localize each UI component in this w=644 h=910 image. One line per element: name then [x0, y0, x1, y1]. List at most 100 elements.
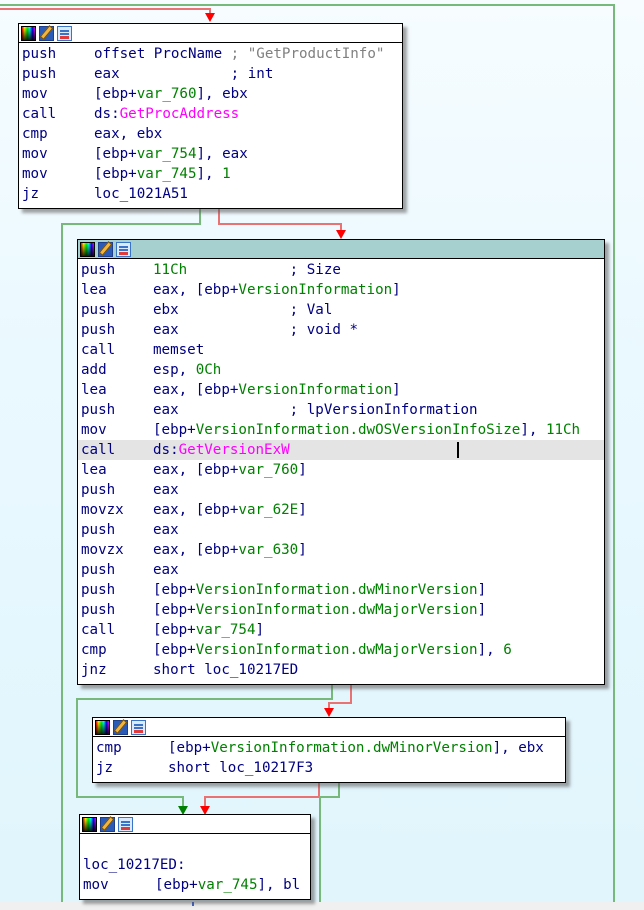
operand: eax, ebx: [94, 126, 163, 142]
variable-reference[interactable]: VersionInformation.dwMinorVersion: [195, 582, 478, 598]
mnemonic: lea: [81, 462, 107, 478]
block-header-selected: [78, 240, 604, 259]
operand: [ebp+: [153, 622, 196, 638]
operand: eax ; lpVersionInformation: [153, 402, 478, 418]
operand: [ebp+: [153, 582, 196, 598]
operand: ; Size: [187, 262, 341, 278]
mnemonic: jz: [22, 186, 40, 202]
api-reference[interactable]: GetVersionExW: [178, 442, 290, 458]
instruction-line[interactable]: mov[ebp+var_760], ebx: [22, 84, 402, 104]
graph-toggle-icon[interactable]: [131, 719, 146, 735]
variable-reference[interactable]: VersionInformation.dwMajorVersion: [195, 642, 478, 658]
mnemonic: push: [22, 66, 57, 82]
operand: ], ebx: [196, 86, 248, 102]
graph-toggle-icon[interactable]: [57, 25, 72, 41]
instruction-line[interactable]: mov[ebp+var_754], eax: [22, 144, 402, 164]
mnemonic: mov: [81, 422, 107, 438]
operand: eax: [94, 66, 231, 82]
location-label[interactable]: loc_10217ED:: [83, 857, 186, 873]
instruction-line[interactable]: [83, 835, 310, 855]
variable-reference[interactable]: VersionInformation: [238, 282, 393, 298]
variable-reference[interactable]: var_754: [195, 622, 256, 638]
mnemonic: push: [81, 602, 116, 618]
graph-toggle-icon[interactable]: [116, 241, 131, 257]
instruction-line[interactable]: lea eax, [ebp+var_760]: [81, 460, 604, 480]
color-picker-icon[interactable]: [95, 719, 110, 735]
variable-reference[interactable]: var_745: [136, 166, 197, 182]
operand: ]: [298, 462, 307, 478]
operand: ]: [392, 382, 401, 398]
color-picker-icon[interactable]: [21, 25, 36, 41]
instruction-line[interactable]: push eax ; int: [22, 64, 402, 84]
code-block-loc-10217ed[interactable]: loc_10217ED: mov[ebp+var_745], bl: [79, 814, 311, 900]
mnemonic: mov: [22, 86, 48, 102]
variable-reference[interactable]: var_760: [136, 86, 197, 102]
edit-node-icon[interactable]: [39, 25, 54, 41]
operand: [ebp+: [153, 642, 196, 658]
edit-node-icon[interactable]: [100, 816, 115, 832]
horizontal-scrollbar-area[interactable]: [0, 902, 644, 910]
operand: ds:: [94, 106, 120, 122]
code-block-minor-version-check[interactable]: cmp[ebp+VersionInformation.dwMinorVersio…: [92, 717, 566, 783]
api-reference[interactable]: GetProcAddress: [119, 106, 240, 122]
operand: eax, [ebp+: [153, 542, 239, 558]
variable-reference[interactable]: var_760: [238, 462, 299, 478]
operand: ], ebx: [492, 740, 544, 756]
code-label[interactable]: loc_10217ED:: [83, 855, 310, 875]
instruction-line[interactable]: push[ebp+VersionInformation.dwMajorVersi…: [81, 600, 604, 620]
operand: [ebp+: [155, 877, 198, 893]
operand: ], bl: [257, 877, 301, 893]
mnemonic: jnz: [81, 662, 107, 678]
instruction-line[interactable]: mov[ebp+VersionInformation.dwOSVersionIn…: [81, 420, 604, 440]
edit-node-icon[interactable]: [98, 241, 113, 257]
variable-reference[interactable]: VersionInformation.dwMajorVersion: [195, 602, 478, 618]
variable-reference[interactable]: VersionInformation.dwMinorVersion: [210, 740, 493, 756]
instruction-line[interactable]: push[ebp+VersionInformation.dwMinorVersi…: [81, 580, 604, 600]
mnemonic: add: [81, 362, 107, 378]
operand: eax, [ebp+: [153, 462, 239, 478]
instruction-line[interactable]: mov[ebp+var_745], bl: [83, 875, 310, 895]
operand: 1: [222, 166, 231, 182]
mnemonic: mov: [22, 166, 48, 182]
variable-reference[interactable]: VersionInformation.dwOSVersionInfoSize: [195, 422, 521, 438]
instruction-line[interactable]: call[ebp+var_754]: [81, 620, 604, 640]
operand: esp,: [153, 362, 196, 378]
variable-reference[interactable]: var_630: [238, 542, 299, 558]
operand: ; int: [230, 66, 274, 82]
color-picker-icon[interactable]: [82, 816, 97, 832]
color-picker-icon[interactable]: [80, 241, 95, 257]
variable-reference[interactable]: var_62E: [238, 502, 299, 518]
instruction-line[interactable]: cmp[ebp+VersionInformation.dwMinorVersio…: [96, 738, 565, 758]
instruction-line[interactable]: cmp[ebp+VersionInformation.dwMajorVersio…: [81, 640, 604, 660]
variable-reference[interactable]: var_745: [197, 877, 258, 893]
graph-toggle-icon[interactable]: [118, 816, 133, 832]
operand: [ebp+: [94, 146, 137, 162]
edit-node-icon[interactable]: [113, 719, 128, 735]
instruction-line[interactable]: mov[ebp+var_745], 1: [22, 164, 402, 184]
variable-reference[interactable]: VersionInformation: [238, 382, 393, 398]
variable-reference[interactable]: var_754: [136, 146, 197, 162]
operand: memset: [153, 342, 205, 358]
